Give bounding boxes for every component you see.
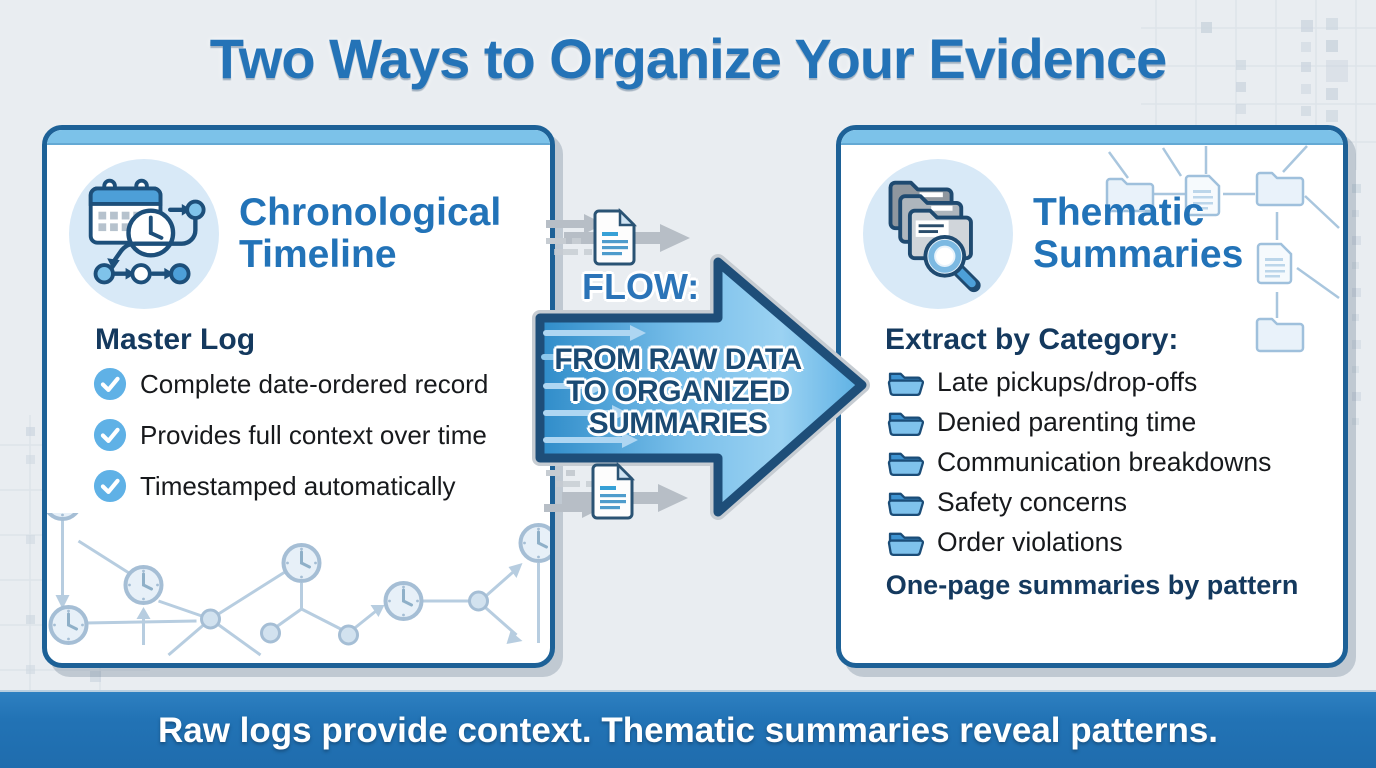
check-circle-icon [93,418,127,452]
check-circle-icon [93,469,127,503]
left-panel-subheading: Master Log [95,323,256,356]
flow-caption-line2: TO ORGANIZED [566,375,790,408]
right-panel-list: Late pickups/drop-offs Denied parenting … [841,367,1343,558]
list-item: Communication breakdowns [887,447,1343,478]
document-with-arrows-icon [544,462,688,520]
list-item-label: Order violations [937,527,1123,557]
list-item: Denied parenting time [887,407,1343,438]
chronological-timeline-panel: Chronological Timeline Master Log Comple… [42,125,555,668]
bottom-banner: Raw logs provide context. Thematic summa… [0,690,1376,768]
list-item: Complete date-ordered record [93,367,550,401]
folders-magnifier-icon [863,159,1013,309]
flow-label: FLOW: [582,266,700,307]
list-item-label: Safety concerns [937,487,1128,517]
left-panel-list: Complete date-ordered record Provides fu… [47,367,550,503]
right-panel-subheading: Extract by Category: [885,323,1179,356]
right-panel-heading: Thematic Summaries [1033,190,1244,276]
list-item: Timestamped automatically [93,469,550,503]
list-item: Order violations [887,527,1343,558]
list-item-label: Late pickups/drop-offs [937,367,1198,397]
page-title: Two Ways to Organize Your Evidence [209,27,1168,90]
panel-top-strip [47,130,550,145]
list-item: Late pickups/drop-offs [887,367,1343,398]
list-item-label: Provides full context over time [140,419,487,450]
left-panel-heading: Chronological Timeline [239,190,502,276]
document-with-arrows-icon [546,208,690,266]
thematic-summaries-panel: Thematic Summaries Extract by Category: … [836,125,1348,668]
calendar-timeline-icon [69,159,219,309]
banner-text: Raw logs provide context. Thematic summa… [157,711,1219,750]
folder-icon [887,412,924,437]
flow-arrow-caption: FROM RAW DATA TO ORGANIZED SUMMARIES [552,344,804,440]
folder-icon [887,492,924,517]
folder-icon [887,372,924,397]
folder-icon [887,452,924,477]
list-item-label: Communication breakdowns [937,447,1272,477]
list-item: Provides full context over time [93,418,550,452]
folder-icon [887,532,924,557]
check-circle-icon [93,367,127,401]
list-item-label: Timestamped automatically [140,470,456,501]
clock-network-decoration [47,513,550,657]
flow-caption-line1: FROM RAW DATA [554,343,802,376]
flow-arrow [532,254,870,520]
right-panel-footer: One-page summaries by pattern [885,570,1299,600]
list-item-label: Denied parenting time [937,407,1197,437]
list-item: Safety concerns [887,487,1343,518]
folder-tree-decoration [1105,145,1340,353]
flow-caption-line3: SUMMARIES [588,407,768,440]
list-item-label: Complete date-ordered record [140,368,489,399]
